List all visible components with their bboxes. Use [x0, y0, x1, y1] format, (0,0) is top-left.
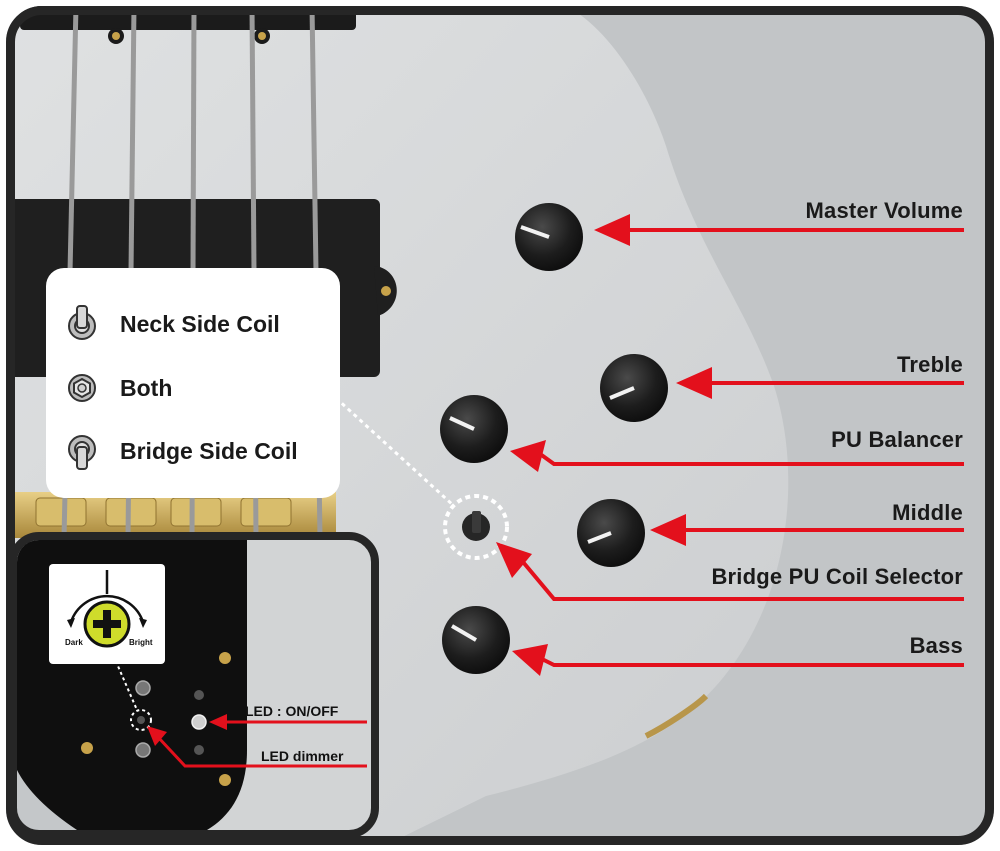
- led-control-inset: Dark Bright LED : ON/OFF LED dimmer: [9, 532, 379, 838]
- master-volume-knob[interactable]: [515, 203, 583, 271]
- led-dimmer-trimmer[interactable]: [130, 709, 152, 731]
- pu-balancer-knob[interactable]: [440, 395, 508, 463]
- treble-knob[interactable]: [600, 354, 668, 422]
- toggle-switch-down-icon: [68, 435, 96, 470]
- plus-trimmer-icon: [67, 570, 147, 648]
- legend-item-neck-side-coil: Neck Side Coil: [62, 304, 280, 344]
- legend-leader-line: [334, 396, 456, 508]
- guitar-photo-frame: Master Volume Treble PU Balancer Middle …: [6, 6, 994, 845]
- dial-bright-label: Bright: [129, 638, 153, 647]
- bridge-pu-coil-selector-label: Bridge PU Coil Selector: [711, 564, 963, 589]
- dimmer-dial-diagram: Dark Bright: [49, 564, 165, 664]
- legend-label: Bridge Side Coil: [120, 437, 298, 464]
- toggle-switch-up-icon: [68, 305, 96, 340]
- pu-balancer-label: PU Balancer: [831, 427, 963, 452]
- toggle-switch-center-icon: [68, 374, 96, 402]
- legend-label: Both: [120, 374, 173, 401]
- led-on-off-button[interactable]: [191, 714, 207, 730]
- legend-item-both: Both: [62, 368, 172, 408]
- middle-label: Middle: [892, 500, 963, 525]
- guitar-body-scene: [6, 6, 994, 845]
- legend-label: Neck Side Coil: [120, 310, 280, 337]
- bridge-pu-coil-selector-switch[interactable]: [443, 494, 509, 560]
- treble-label: Treble: [896, 352, 963, 377]
- led-dimmer-label: LED dimmer: [261, 748, 344, 764]
- led-on-off-label: LED : ON/OFF: [245, 703, 339, 719]
- annotation-arrows: [496, 214, 964, 676]
- coil-switch-legend: Neck Side Coil Both Bridge Side Coil: [46, 268, 340, 498]
- master-volume-label: Master Volume: [805, 198, 963, 223]
- neck-pickup: [20, 6, 356, 30]
- middle-knob[interactable]: [577, 499, 645, 567]
- bass-label: Bass: [909, 633, 963, 658]
- legend-item-bridge-side-coil: Bridge Side Coil: [62, 431, 298, 471]
- bass-knob[interactable]: [442, 606, 510, 674]
- dial-dark-label: Dark: [65, 638, 83, 647]
